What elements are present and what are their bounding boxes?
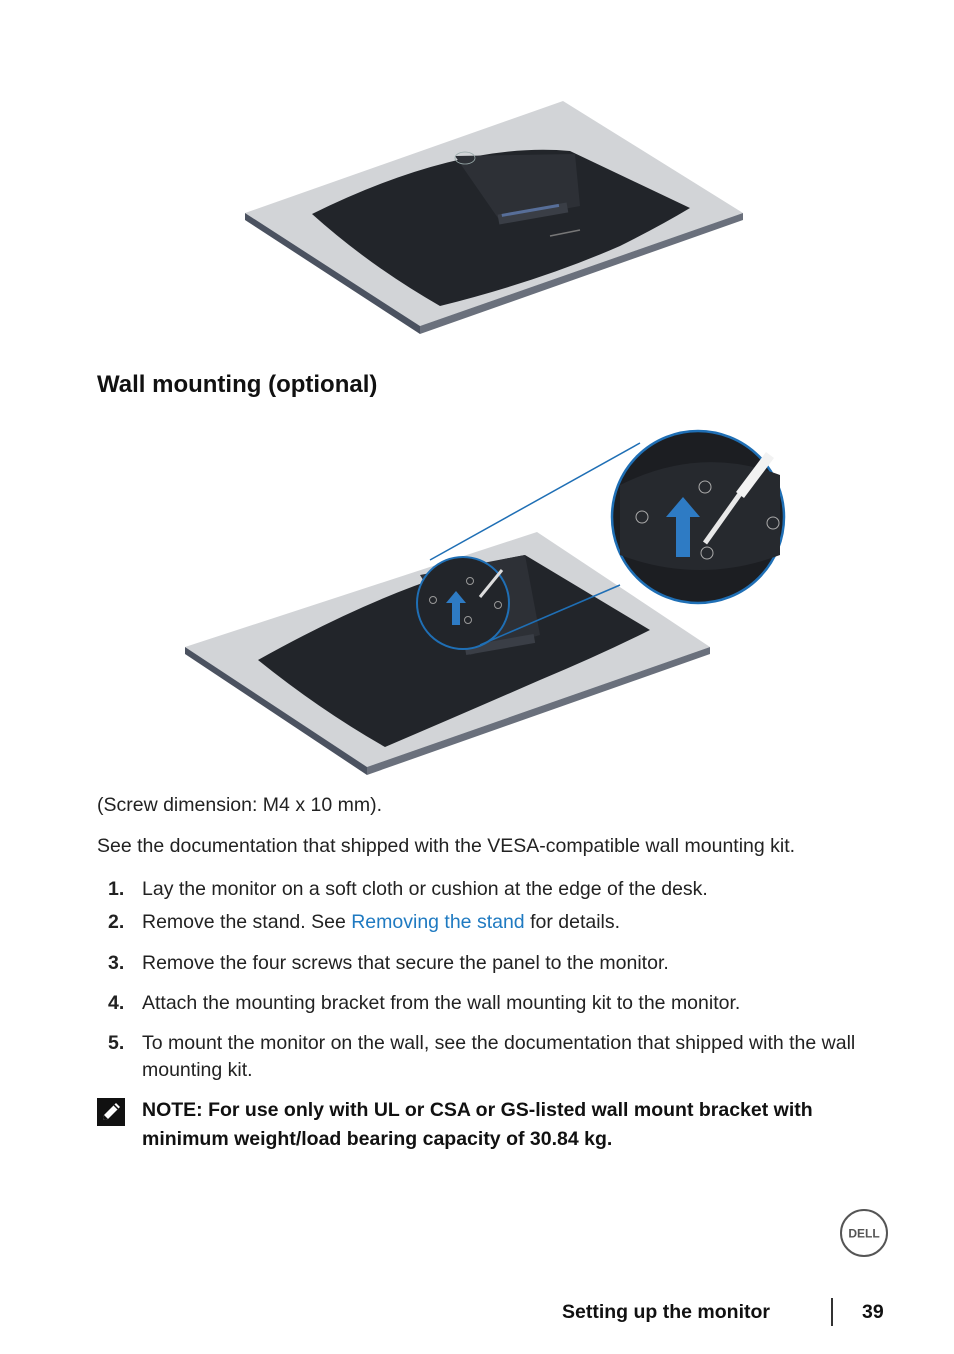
footer-section-title: Setting up the monitor — [562, 1301, 770, 1323]
svg-text:DELL: DELL — [848, 1227, 879, 1241]
dell-logo-icon: DELL — [840, 1209, 888, 1257]
step-number: 2. — [108, 911, 125, 933]
removing-stand-link[interactable]: Removing the stand — [351, 911, 525, 933]
step-text: Attach the mounting bracket from the wal… — [142, 992, 741, 1014]
step-number: 3. — [108, 952, 125, 974]
wall-mount-illustration — [185, 429, 786, 775]
monitor-on-table-illustration — [245, 101, 743, 334]
screw-dimension-caption: (Screw dimension: M4 x 10 mm). — [97, 794, 382, 816]
step-text-before: Remove the stand. See — [142, 911, 352, 933]
step-number: 4. — [108, 992, 125, 1014]
step-number: 1. — [108, 878, 125, 900]
step-text: To mount the monitor on the wall, see th… — [142, 1032, 856, 1081]
page-number: 39 — [862, 1301, 884, 1323]
note-text: NOTE: For use only with UL or CSA or GS-… — [142, 1099, 813, 1150]
intro-paragraph: See the documentation that shipped with … — [97, 835, 796, 857]
step-text: Remove the four screws that secure the p… — [142, 952, 669, 974]
footer-divider — [831, 1298, 833, 1326]
step-text-after: for details. — [524, 911, 621, 933]
step-number: 5. — [108, 1032, 125, 1054]
note-pencil-icon — [97, 1098, 125, 1126]
section-heading: Wall mounting (optional) — [97, 371, 378, 398]
step-text: Lay the monitor on a soft cloth or cushi… — [142, 878, 708, 900]
step-text: Remove the stand. See Removing the stand… — [142, 909, 872, 936]
